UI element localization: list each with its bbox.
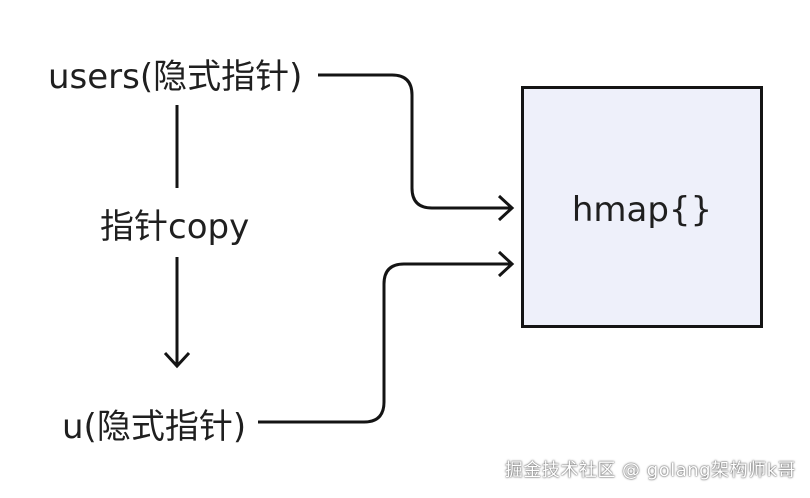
u-to-hmap-connector xyxy=(258,262,512,424)
users-label: users(隐式指针) xyxy=(48,57,303,97)
u-label: u(隐式指针) xyxy=(62,407,247,447)
users-to-hmap-connector xyxy=(318,73,512,210)
copy-arrowhead xyxy=(163,351,191,369)
watermark: 掘金技术社区 @ golang架构师k哥 xyxy=(504,460,796,481)
users-to-hmap-arrowhead xyxy=(497,194,515,222)
u-to-hmap-arrowhead xyxy=(497,250,515,278)
pointer-copy-label: 指针copy xyxy=(100,207,250,247)
hmap-box: hmap{} xyxy=(521,86,763,328)
hmap-label: hmap{} xyxy=(571,190,713,230)
